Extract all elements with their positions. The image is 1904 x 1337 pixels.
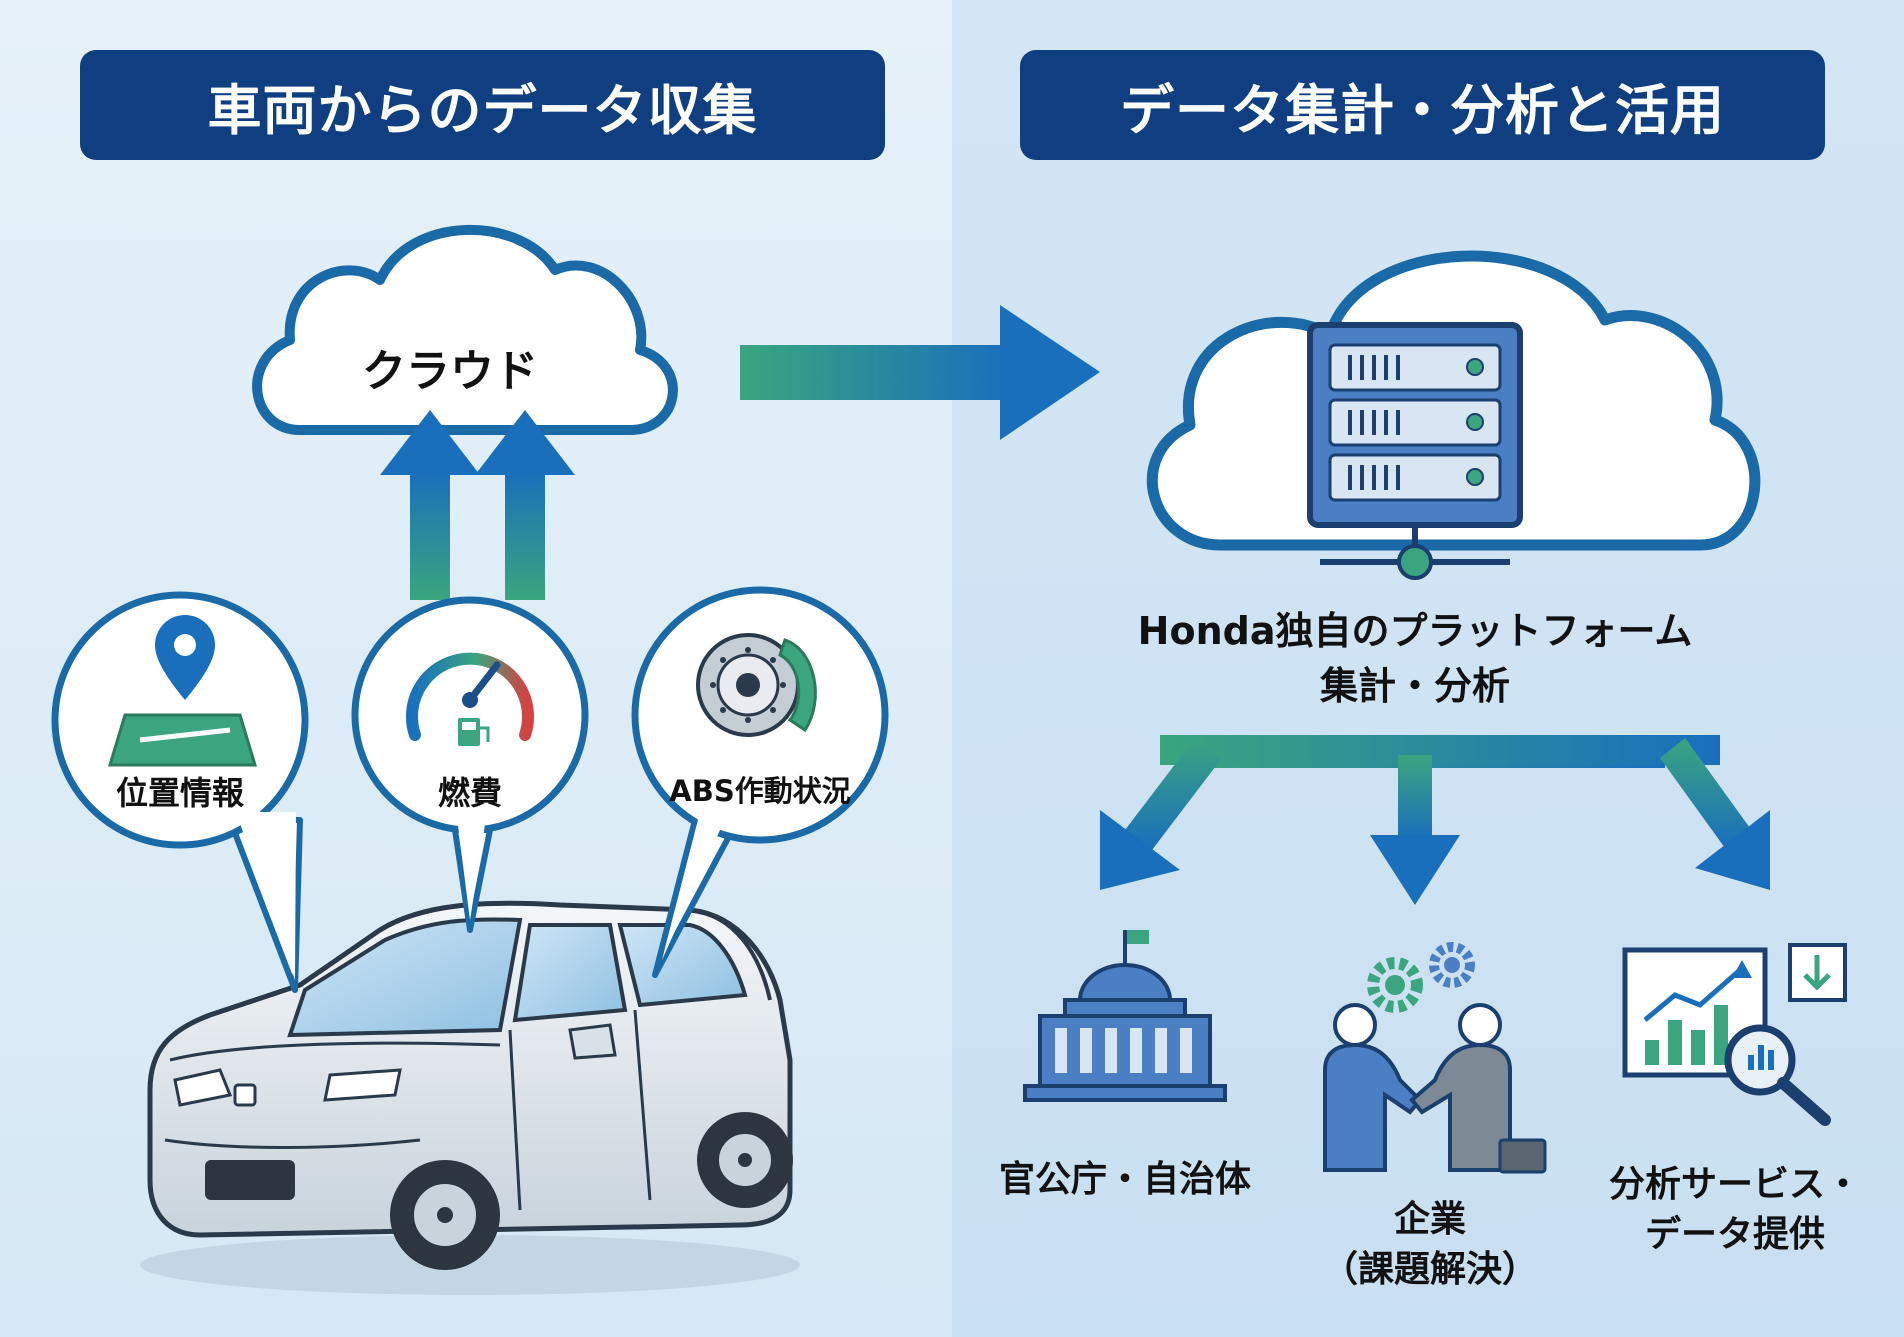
destination-analytics-label: 分析サービス・	[1608, 1164, 1861, 1205]
upload-arrows	[380, 410, 575, 600]
destination-analytics-sublabel: データ提供	[1644, 1214, 1825, 1255]
cloud-label: クラウド	[362, 346, 538, 397]
distribution-arrows	[1100, 735, 1770, 905]
destination-enterprise-label: 企業	[1393, 1199, 1466, 1240]
fuel-gauge-icon	[406, 652, 534, 746]
destination-government-label: 官公庁・自治体	[998, 1159, 1251, 1200]
platform-subtitle: 集計・分析	[1319, 664, 1510, 708]
government-building-icon	[1023, 930, 1227, 1102]
header-aggregation-analysis: データ集計・分析と活用	[1020, 50, 1825, 160]
map-pin-icon	[107, 615, 258, 767]
handshake-icon	[1323, 942, 1547, 1174]
analytics-chart-icon	[1622, 943, 1847, 1126]
data-item-abs-label: ABS作動状況	[669, 774, 851, 808]
data-item-location-label: 位置情報	[115, 774, 244, 812]
bubble-fuel	[351, 596, 589, 933]
header-data-collection: 車両からのデータ収集	[80, 50, 885, 160]
cloud-shape	[252, 225, 678, 435]
data-item-fuel-label: 燃費	[437, 774, 502, 812]
platform-title: Honda独自のプラットフォーム	[1137, 609, 1693, 653]
brake-disc-icon	[696, 633, 817, 737]
destination-enterprise-sublabel: （課題解決）	[1321, 1249, 1538, 1290]
right-panel-bg	[952, 0, 1904, 1337]
car-illustration	[140, 900, 800, 1295]
server-icon	[1307, 322, 1523, 580]
transfer-arrow	[740, 305, 1100, 440]
